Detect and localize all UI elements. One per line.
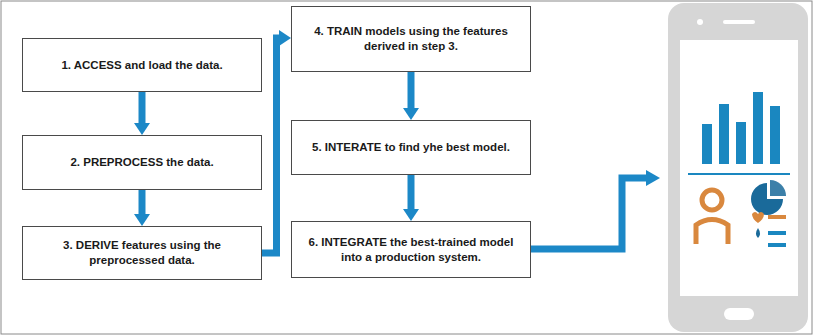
box-label: 2. PREPROCESS the data. — [70, 155, 213, 170]
text-wrap: 4. TRAIN models using the features deriv… — [302, 24, 520, 54]
phone-arrow — [531, 170, 660, 249]
process-box: 5. INTERATE to find yhe best model. — [291, 120, 531, 175]
process-box: 1. ACCESS and load the data. — [22, 38, 262, 92]
process-box: 2. PREPROCESS the data. — [22, 135, 262, 190]
box-label: 3. DERIVE features using the preprocesse… — [33, 238, 251, 268]
text-wrap: 2. PREPROCESS the data. — [70, 155, 213, 170]
process-box: 4. TRAIN models using the features deriv… — [291, 6, 531, 72]
text-wrap: 1. ACCESS and load the data. — [61, 58, 222, 73]
flow-arrow — [139, 92, 146, 123]
flow-arrow — [139, 190, 146, 214]
flow-arrow — [262, 38, 279, 253]
process-box: 6. INTEGRATE the best-trained model into… — [291, 221, 531, 278]
phone-illustration — [668, 3, 808, 332]
flow-arrow — [408, 175, 415, 209]
text-wrap: 6. INTEGRATE the best-trained model into… — [302, 235, 520, 265]
text-wrap: 5. INTERATE to find yhe best model. — [312, 140, 510, 155]
box-label: 5. INTERATE to find yhe best model. — [312, 140, 510, 155]
box-label: 6. INTEGRATE the best-trained model into… — [302, 235, 520, 265]
flow-arrow — [408, 72, 415, 108]
box-label: 4. TRAIN models using the features deriv… — [302, 24, 520, 54]
process-box: 3. DERIVE features using the preprocesse… — [22, 226, 262, 280]
text-wrap: 3. DERIVE features using the preprocesse… — [33, 238, 251, 268]
box-label: 1. ACCESS and load the data. — [61, 58, 222, 73]
